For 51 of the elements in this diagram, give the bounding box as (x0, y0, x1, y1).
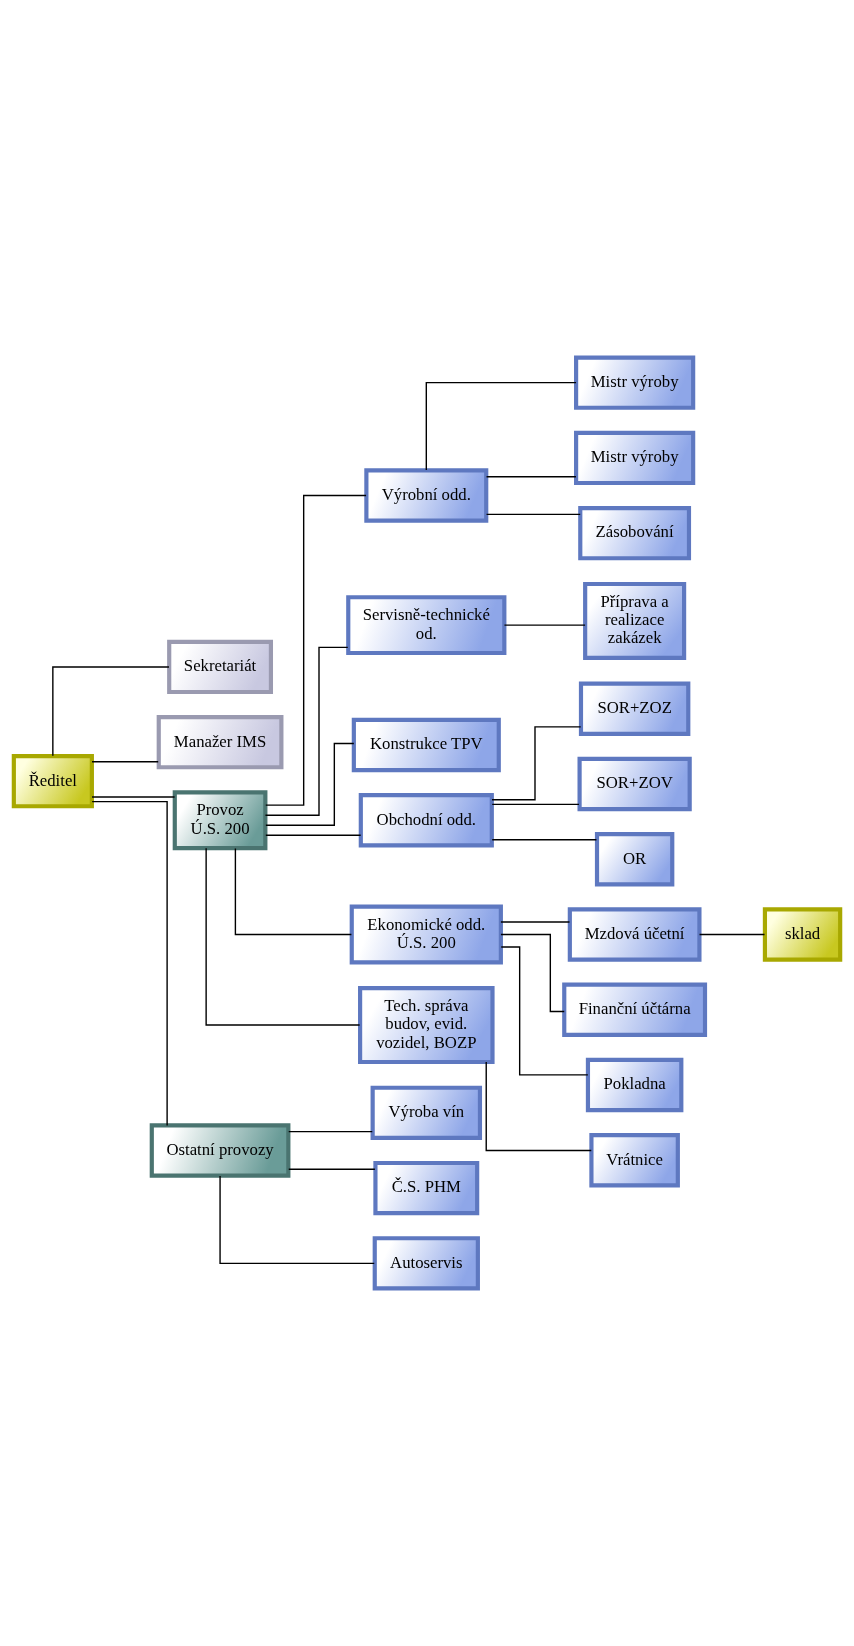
connector (500, 921, 571, 923)
connector (491, 839, 598, 841)
connector (485, 513, 581, 516)
node-box: Výrobní odd. (364, 468, 489, 523)
node-box: Autoservis (372, 1236, 480, 1291)
node-box: Mistr výroby (574, 355, 696, 410)
node-box: sklad (762, 907, 843, 962)
node-box: OR (594, 832, 675, 887)
node-box: Výroba vín (370, 1085, 483, 1140)
node-box: Zásobování (578, 506, 692, 561)
node-box: Obchodní odd. (358, 793, 494, 848)
connector (500, 946, 589, 1076)
node-box: Finanční účtárna (562, 982, 708, 1037)
node-box: SOR+ZOZ (578, 681, 691, 736)
connector (91, 761, 159, 763)
connector (265, 834, 362, 836)
node-box: Tech. správa budov, evid. vozidel, BOZP (358, 986, 495, 1065)
node-box: Č.S. PHM (373, 1160, 480, 1216)
connector (91, 796, 176, 798)
node-box: Mistr výroby (574, 430, 696, 486)
connector (425, 381, 577, 471)
node-box: Vrátnice (589, 1133, 680, 1188)
node-box: Mzdová účetní (567, 907, 702, 962)
connector (264, 646, 349, 816)
node-box: Konstrukce TPV (351, 717, 501, 773)
node-box: Sekretariát (167, 639, 273, 695)
node-box: Příprava a realizace zakázek (583, 581, 687, 660)
connector (234, 847, 353, 936)
node-box: Manažer IMS (156, 715, 284, 770)
node-box: Provoz Ú.S. 200 (172, 790, 268, 851)
node-box: SOR+ZOV (577, 756, 692, 812)
node-box: Servisně-technické od. (346, 595, 507, 656)
connector (500, 933, 565, 1013)
connector (491, 726, 582, 801)
node-box: Ředitel (11, 754, 94, 809)
connector (485, 476, 577, 478)
connector (288, 1130, 373, 1133)
node-box: Ostatní provozy (149, 1123, 291, 1178)
connector (485, 1061, 592, 1152)
connector (219, 1175, 375, 1265)
connector (491, 803, 580, 806)
connector (265, 742, 355, 826)
connector (52, 666, 170, 757)
connector (205, 847, 361, 1026)
node-box: Pokladna (585, 1057, 684, 1113)
connector (91, 800, 168, 1127)
connector (265, 494, 367, 806)
connector (503, 624, 586, 626)
connector (288, 1168, 376, 1170)
connector (698, 933, 766, 936)
node-box: Ekonomické odd. Ú.S. 200 (349, 904, 503, 965)
